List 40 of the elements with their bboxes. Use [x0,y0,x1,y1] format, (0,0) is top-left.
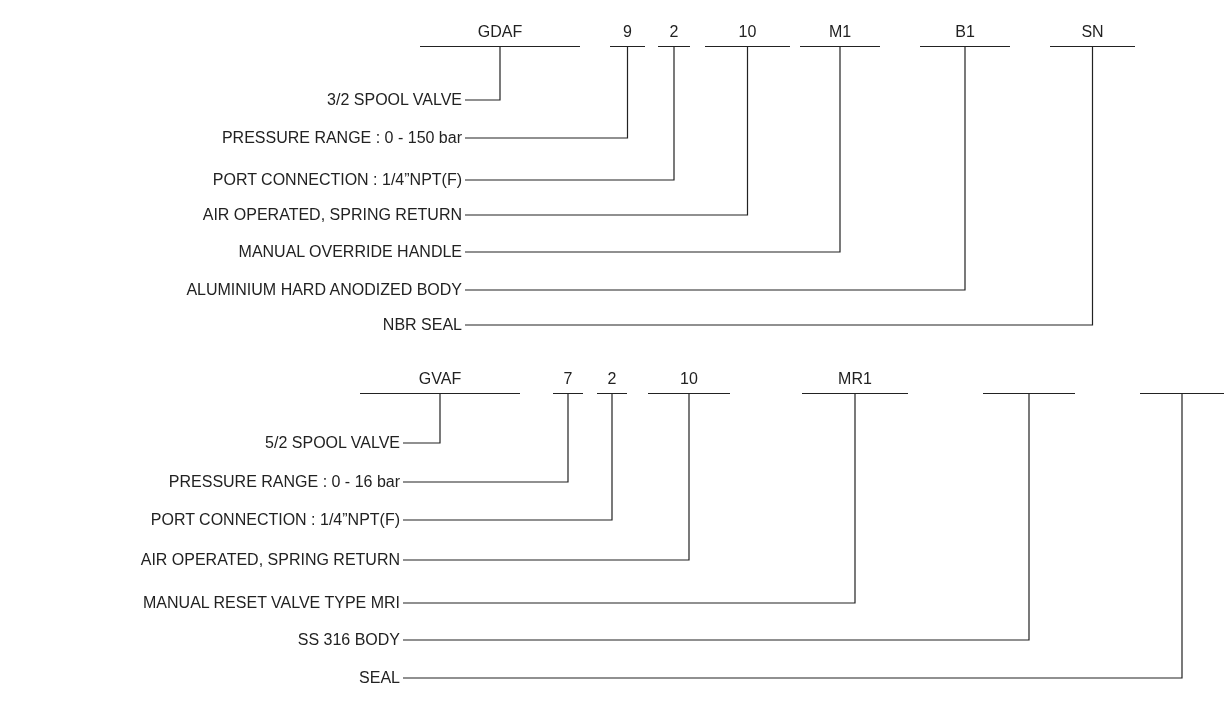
option-description: MANUAL OVERRIDE HANDLE [238,242,462,262]
code-segment: GVAF [360,368,520,394]
code-segment: 7 [553,368,583,394]
option-description: 3/2 SPOOL VALVE [327,90,462,110]
code-segment: GDAF [420,21,580,47]
code-segment: 2 [597,368,627,394]
leader-line [402,393,441,444]
leader-line [402,393,1183,679]
code-segment: SN [1050,21,1135,47]
option-description: AIR OPERATED, SPRING RETURN [140,550,400,570]
option-description: ALUMINIUM HARD ANODIZED BODY [186,280,462,300]
leader-line [464,46,966,291]
leader-line [464,46,749,216]
option-description: PORT CONNECTION : 1/4”NPT(F) [212,170,462,190]
code-segment: B1 [920,21,1010,47]
code-segment: MR1 [802,368,908,394]
option-description: NBR SEAL [382,315,462,335]
leader-line [464,46,841,253]
option-description: SS 316 BODY [297,630,400,650]
option-description: PRESSURE RANGE : 0 - 16 bar [168,472,400,492]
code-segment: 10 [705,21,790,47]
code-segment: 9 [610,21,645,47]
option-description: PORT CONNECTION : 1/4”NPT(F) [150,510,400,530]
leader-line [402,393,856,604]
code-segment: 2 [658,21,690,47]
option-description: MANUAL RESET VALVE TYPE MRI [143,593,400,613]
leader-line [464,46,1094,326]
code-segment: 10 [648,368,730,394]
option-description: 5/2 SPOOL VALVE [265,433,400,453]
leader-line [402,393,569,483]
leader-line [402,393,613,521]
leader-line [402,393,690,561]
leader-line [464,46,629,139]
leader-line [464,46,501,101]
leader-line [402,393,1030,641]
option-description: AIR OPERATED, SPRING RETURN [202,205,462,225]
code-segment: M1 [800,21,880,47]
leader-line [464,46,675,181]
option-description: SEAL [359,668,400,688]
option-description: PRESSURE RANGE : 0 - 150 bar [221,128,462,148]
